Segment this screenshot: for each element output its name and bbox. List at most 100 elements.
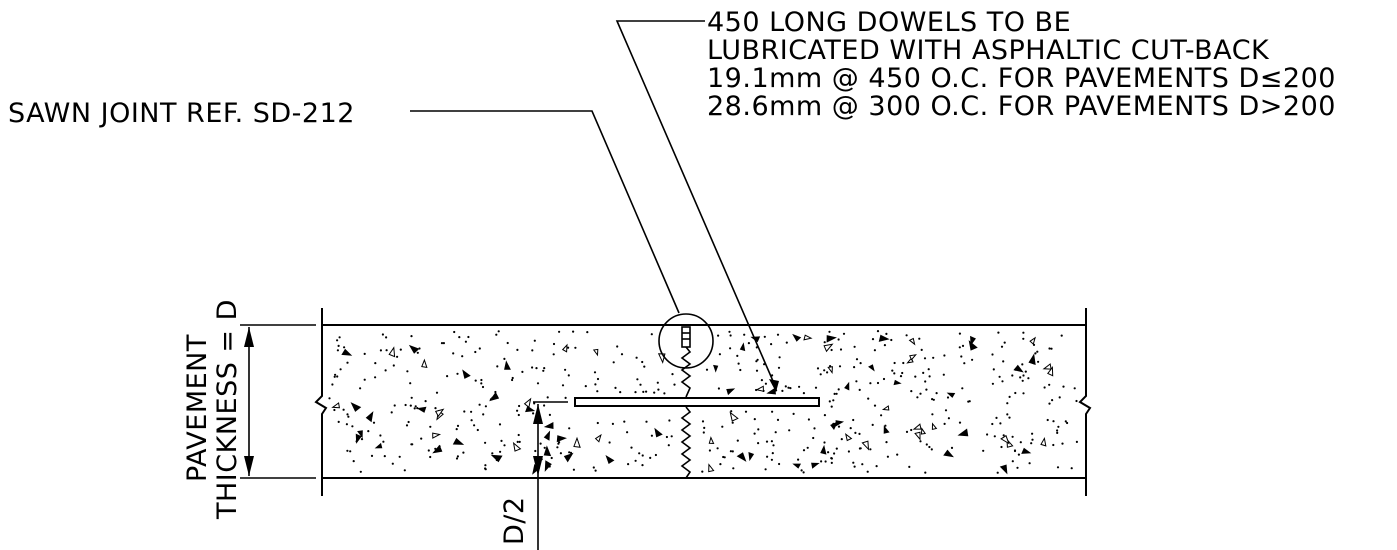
aggregate-dot bbox=[663, 392, 666, 395]
aggregate-dot bbox=[396, 355, 399, 358]
joint-detail-circle bbox=[658, 313, 714, 369]
aggregate-dot bbox=[807, 418, 811, 421]
aggregate-dot bbox=[1056, 466, 1060, 469]
aggregate-dot bbox=[838, 365, 842, 368]
aggregate-dot bbox=[1002, 360, 1005, 363]
thickness-arrow-top bbox=[244, 327, 254, 347]
aggregate-dot bbox=[823, 414, 827, 417]
aggregate-dot bbox=[1000, 345, 1004, 348]
aggregate-dot bbox=[781, 389, 784, 392]
aggregate-stone bbox=[729, 411, 739, 422]
aggregate-stone bbox=[357, 430, 363, 439]
aggregate-dot bbox=[891, 369, 894, 372]
aggregate-dot bbox=[958, 332, 962, 335]
aggregate-dot bbox=[737, 362, 740, 365]
aggregate-dot bbox=[379, 434, 382, 437]
aggregate-dot bbox=[886, 455, 890, 458]
aggregate-dot bbox=[511, 376, 514, 380]
aggregate-dot bbox=[641, 454, 644, 457]
aggregate-dot bbox=[499, 450, 502, 453]
aggregate-dot bbox=[455, 457, 459, 460]
aggregate-dot bbox=[405, 424, 409, 427]
aggregate-dot bbox=[623, 420, 626, 423]
aggregate-dot bbox=[943, 422, 946, 425]
aggregate-dot bbox=[882, 377, 886, 381]
aggregate-dot bbox=[1056, 429, 1059, 432]
aggregate-dot bbox=[542, 369, 545, 372]
aggregate-dot bbox=[861, 463, 864, 466]
aggregate-dot bbox=[359, 470, 362, 473]
aggregate-stone bbox=[512, 441, 522, 452]
dowel-note-line-2: LUBRICATED WITH ASPHALTIC CUT-BACK bbox=[707, 35, 1270, 66]
aggregate-dot bbox=[705, 368, 709, 371]
aggregate-dot bbox=[1073, 387, 1076, 390]
aggregate-dot bbox=[963, 362, 966, 365]
aggregate-dot bbox=[859, 362, 862, 365]
aggregate-dot bbox=[885, 332, 888, 335]
aggregate-dot bbox=[1011, 435, 1014, 438]
aggregate-dot bbox=[991, 353, 994, 356]
aggregate-dot bbox=[1031, 432, 1034, 435]
aggregate-dot bbox=[346, 449, 349, 452]
aggregate-dot bbox=[456, 424, 460, 427]
aggregate-stone bbox=[920, 427, 927, 435]
aggregate-dot bbox=[943, 354, 946, 357]
aggregate-stone bbox=[543, 445, 552, 457]
aggregate-dot bbox=[826, 371, 829, 374]
aggregate-dot bbox=[839, 348, 843, 351]
aggregate-stone bbox=[739, 342, 746, 352]
aggregate-dot bbox=[931, 398, 934, 401]
aggregate-stone bbox=[490, 454, 503, 463]
aggregate-dot bbox=[616, 345, 619, 348]
aggregate-dot bbox=[346, 413, 349, 416]
aggregate-dot bbox=[592, 466, 595, 469]
aggregate-dot bbox=[820, 460, 823, 463]
aggregate-dot bbox=[638, 452, 641, 455]
aggregate-dot bbox=[352, 460, 355, 463]
aggregate-dot bbox=[702, 431, 705, 434]
aggregate-dot bbox=[729, 450, 733, 453]
aggregate-dot bbox=[736, 439, 739, 442]
aggregate-dot bbox=[753, 432, 756, 435]
aggregate-dot bbox=[996, 471, 999, 474]
aggregate-stone bbox=[1021, 447, 1032, 454]
aggregate-dot bbox=[550, 456, 553, 460]
aggregate-dot bbox=[840, 438, 843, 441]
aggregate-dot bbox=[827, 451, 830, 454]
aggregate-dot bbox=[798, 385, 801, 388]
aggregate-dot bbox=[1037, 360, 1040, 363]
aggregate-dot bbox=[919, 392, 922, 395]
aggregate-dot bbox=[626, 431, 629, 434]
aggregate-dot bbox=[932, 356, 935, 359]
aggregate-dot bbox=[645, 420, 648, 423]
aggregate-dot bbox=[961, 344, 965, 347]
aggregate-dot bbox=[673, 383, 676, 386]
aggregate-dot bbox=[1001, 380, 1004, 383]
aggregate-stone bbox=[523, 397, 532, 409]
aggregate-dot bbox=[1048, 402, 1051, 405]
aggregate-dot bbox=[1011, 374, 1014, 377]
aggregate-dot bbox=[853, 366, 856, 369]
aggregate-dot bbox=[532, 412, 535, 415]
joint-crack-upper bbox=[680, 346, 692, 398]
aggregate-stone bbox=[432, 432, 442, 439]
aggregate-dot bbox=[543, 404, 546, 407]
aggregate-dot bbox=[620, 353, 624, 356]
aggregate-stone bbox=[914, 431, 921, 441]
aggregate-stone bbox=[1000, 434, 1010, 445]
aggregate-dot bbox=[612, 361, 615, 364]
aggregate-dot bbox=[559, 452, 563, 455]
aggregate-dot bbox=[467, 335, 470, 339]
aggregate-dot bbox=[665, 435, 669, 439]
aggregate-dot bbox=[374, 376, 377, 379]
aggregate-dot bbox=[946, 396, 950, 399]
aggregate-dot bbox=[852, 418, 855, 422]
aggregate-dot bbox=[359, 387, 362, 390]
aggregate-dot bbox=[893, 361, 896, 365]
aggregate-dot bbox=[1021, 379, 1024, 382]
aggregate-dot bbox=[385, 336, 388, 339]
aggregate-dot bbox=[858, 388, 861, 391]
aggregate-dot bbox=[455, 428, 458, 431]
aggregate-dot bbox=[1013, 449, 1017, 453]
aggregate-dot bbox=[960, 355, 963, 358]
